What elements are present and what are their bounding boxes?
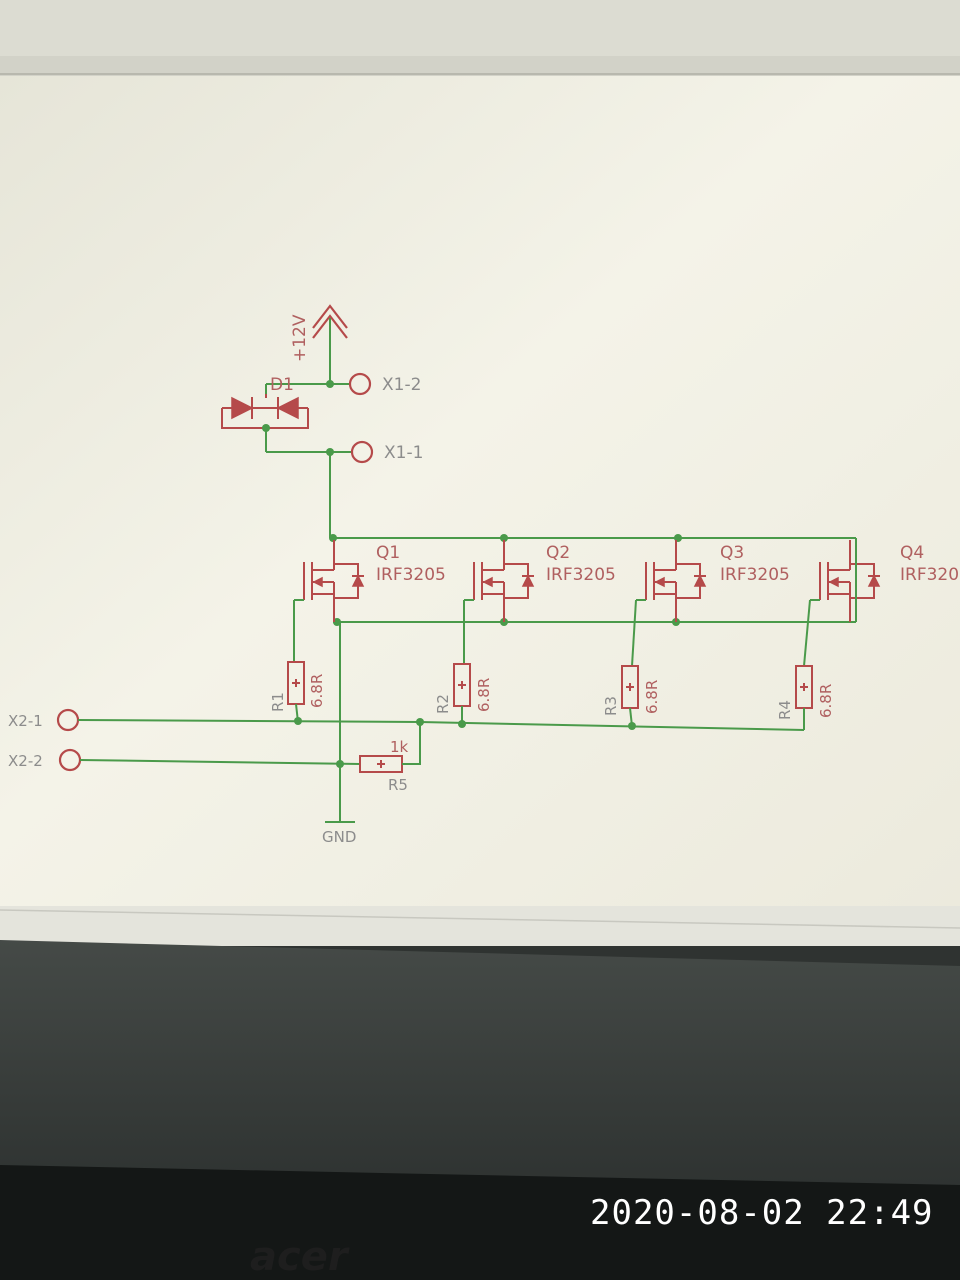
power-label: +12V [290, 314, 310, 362]
connector-x1-1-label: X1-1 [384, 443, 423, 463]
resistor-r5[interactable]: 1k R5 [359, 722, 421, 794]
schematic-canvas[interactable] [0, 76, 960, 910]
connector-x1-2[interactable]: X1-2 [266, 372, 421, 396]
mosfet-q3-value: IRF3205 [720, 565, 790, 585]
power-symbol-12v: +12V [290, 304, 348, 384]
diode-d1[interactable]: D1 [221, 375, 309, 452]
resistor-r3-name: R3 [602, 696, 620, 716]
resistor-r3-value: 6.8R [643, 680, 661, 714]
mosfet-q1[interactable]: Q1 IRF3205 [294, 540, 446, 622]
resistor-r1-name: R1 [269, 692, 287, 712]
resistor-r5-name: R5 [388, 776, 408, 794]
resistor-r2-name: R2 [434, 694, 452, 714]
mosfet-q4-name: Q4 [900, 543, 924, 563]
mosfet-q4[interactable]: Q4 IRF3205 [810, 538, 960, 622]
mosfet-q2-name: Q2 [546, 543, 570, 563]
connector-x1-2-label: X1-2 [382, 375, 421, 395]
mosfet-q1-value: IRF3205 [376, 565, 446, 585]
connector-x2-1-label: X2-1 [8, 712, 43, 730]
connector-x2-1[interactable]: X2-1 [8, 708, 805, 732]
monitor-bezel: acer [0, 940, 960, 1280]
mosfet-q1-name: Q1 [376, 543, 400, 563]
schematic: +12V X1-2 D1 [8, 304, 960, 846]
photo-timestamp: 2020-08-02 22:49 [590, 1193, 934, 1233]
mosfet-q2[interactable]: Q2 IRF3205 [464, 540, 616, 622]
monitor-brand-logo: acer [250, 1234, 350, 1280]
drain-bus [329, 452, 856, 542]
mosfet-q3-name: Q3 [720, 543, 744, 563]
resistor-r1[interactable]: R1 6.8R [269, 661, 326, 723]
resistor-r2[interactable]: R2 6.8R [434, 663, 493, 724]
resistor-r2-value: 6.8R [475, 678, 493, 712]
connector-x2-2-label: X2-2 [8, 752, 43, 770]
resistor-r4-name: R4 [776, 700, 794, 720]
resistor-r4[interactable]: R4 6.8R [776, 665, 835, 730]
diode-d1-label: D1 [270, 375, 294, 395]
connector-x2-2[interactable]: X2-2 [8, 748, 361, 772]
resistor-r1-value: 6.8R [308, 674, 326, 708]
resistor-r5-value: 1k [390, 738, 409, 756]
mosfet-q4-value: IRF3205 [900, 565, 960, 585]
resistor-r4-value: 6.8R [817, 684, 835, 718]
resistor-r3[interactable]: R3 6.8R [602, 665, 661, 727]
screen [0, 0, 960, 946]
ground-label: GND [322, 828, 356, 846]
mosfet-q3[interactable]: Q3 IRF3205 [636, 540, 790, 622]
mosfet-q2-value: IRF3205 [546, 565, 616, 585]
